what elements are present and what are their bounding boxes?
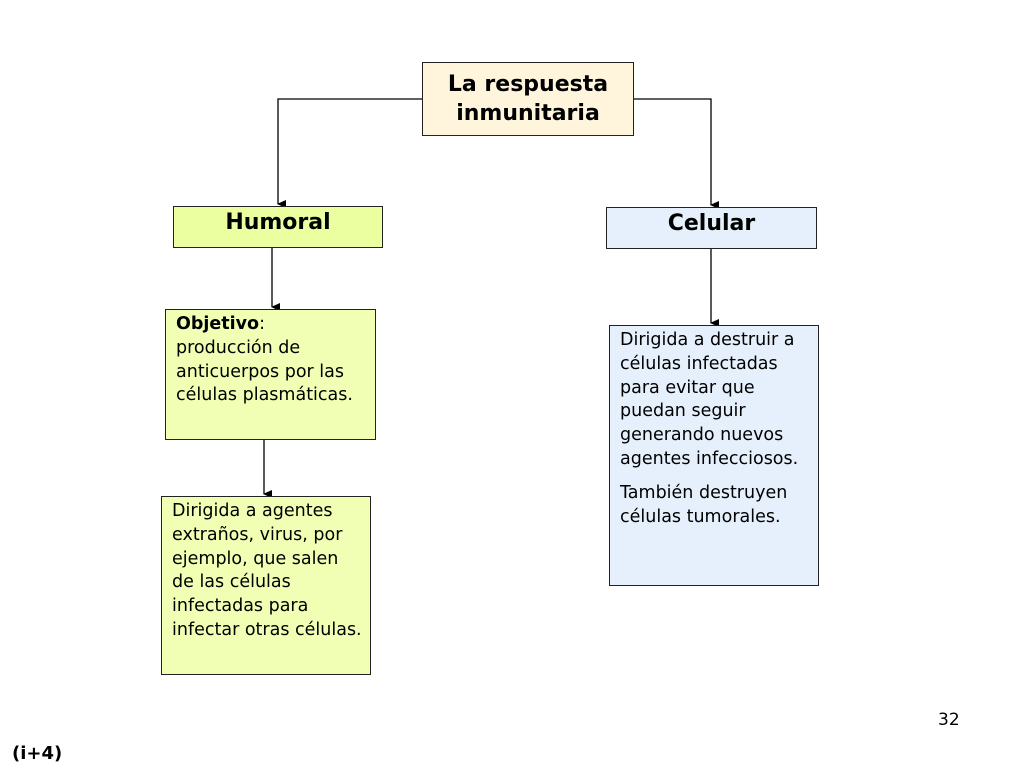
celular-description-p2: También destruyen células tumorales.	[620, 482, 788, 527]
celular-title: Celular	[667, 211, 756, 236]
root-title-line1: La respuesta	[447, 72, 609, 97]
root-node: La respuesta inmunitaria	[422, 62, 634, 136]
humoral-node: Humoral	[173, 206, 383, 248]
humoral-title: Humoral	[225, 210, 331, 235]
footer-label: (i+4)	[12, 743, 63, 764]
objetivo-label: Objetivo	[176, 314, 260, 334]
humoral-description-node: Dirigida a agentes extraños, virus, por …	[161, 496, 371, 675]
root-title-line2: inmunitaria	[456, 101, 600, 126]
humoral-description: Dirigida a agentes extraños, virus, por …	[172, 501, 362, 640]
connector-root-humoral	[277, 98, 422, 208]
page-number: 32	[938, 710, 960, 730]
objetivo-colon: :	[259, 314, 265, 334]
celular-description-node: Dirigida a destruir a células infectadas…	[609, 325, 819, 586]
celular-description-p1: Dirigida a destruir a células infectadas…	[620, 330, 799, 469]
celular-node: Celular	[606, 207, 817, 249]
objetivo-text: producción de anticuerpos por las célula…	[176, 337, 353, 406]
humoral-objetivo-node: Objetivo: producción de anticuerpos por …	[165, 309, 376, 440]
connector-root-celular	[634, 98, 719, 209]
